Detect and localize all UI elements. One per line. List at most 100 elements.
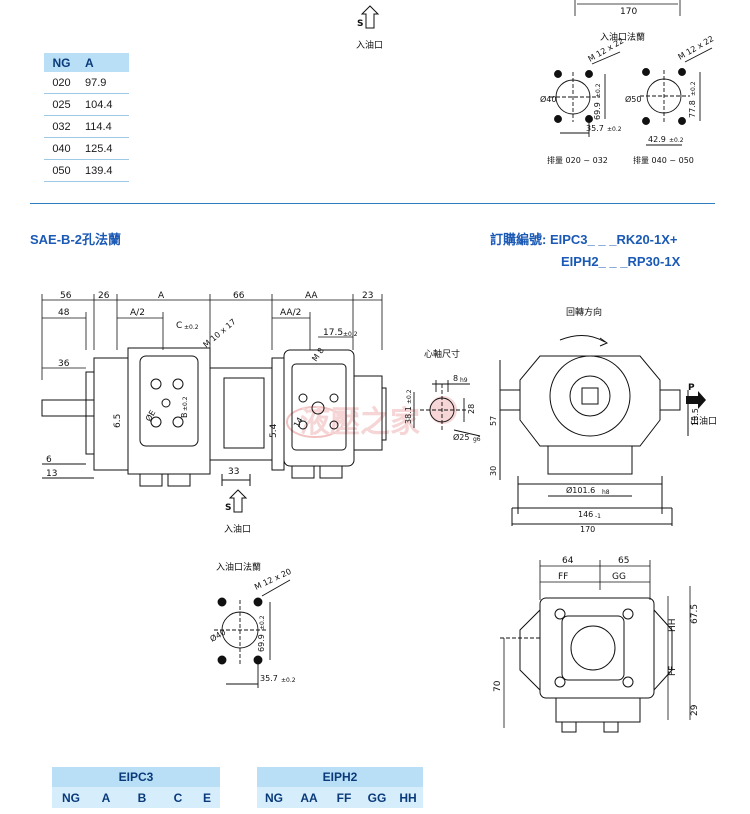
flange-large-v-tol: ±0.2 [690,81,697,96]
eipc3-title: EIPC3 [52,767,220,787]
bottom-view-dims [503,560,691,728]
dim-64: 64 [562,556,574,566]
eipc3-table: EIPC3 NG A B C E [52,767,220,808]
a-header: A [79,53,129,72]
dim-57: 57 [489,416,498,426]
a-cell: 125.4 [79,137,129,160]
dim-101-6: Ø101.6 [566,485,595,495]
order-prefix: 訂購編號: [490,232,550,247]
eiph2-table: EIPH2 NG AA FF GG HH [257,767,423,808]
flange-bottom-title: 入油口法蘭 [216,561,261,573]
flange-large [640,47,713,146]
eiph2-col-aa: AA [291,787,327,808]
section-divider [30,203,715,204]
dim-aa: AA [305,291,318,301]
flange-bottom-h: 35.7 [260,674,278,683]
key-8-tol: h9 [460,377,468,384]
dim-e: ØE [143,408,157,423]
dim-66: 66 [233,291,245,301]
eiph2-col-gg: GG [361,787,393,808]
pump-bottom-view [500,597,673,733]
flange-small-h-tol: ±0.2 [607,126,622,133]
order-code-line1: 訂購編號: EIPC3_ _ _RK20-1X+ [490,229,678,248]
flange-bottom-h-tol: ±0.2 [281,677,296,684]
watermark-text: 液壓之家 [300,405,420,440]
thread-m8: M 8 [310,346,326,363]
dim-101-6-tol: h8 [602,489,610,496]
dim-65: 65 [618,556,629,566]
flange-title-top: 入油口法蘭 [600,31,645,43]
dim-33: 33 [228,467,239,477]
flange-small-dia: Ø40 [540,94,556,104]
flange-large-bolt: M 12 x 22 [677,34,716,62]
flange-bottom [214,579,291,688]
eiph2-col-ng: NG [257,787,291,808]
eiph2-col-ff: FF [327,787,361,808]
eiph2-col-hh: HH [393,787,423,808]
dim-17-5: 17.5 [323,328,343,338]
a-cell: 139.4 [79,159,129,182]
side-view-dims [41,294,383,380]
dim-36: 36 [58,359,70,369]
dim-ff: FF [558,572,568,582]
dim-170-top: 170 [620,7,637,17]
key-28: 28 [467,404,476,414]
dim-56: 56 [60,291,72,301]
order-code-line2: EIPH2_ _ _RP30-1X [561,254,681,269]
dim-170: 170 [580,525,595,534]
flange-small-caption: 排量 020 ~ 032 [547,155,608,165]
eipc3-col-e: E [194,787,220,808]
ng-cell: 032 [44,115,79,138]
dim-a-half: A/2 [130,308,145,318]
flange-small-v-tol: ±0.2 [595,83,602,98]
ng-cell: 020 [44,72,79,94]
s-mark-side: S [225,503,231,513]
rotation-arrow [559,335,609,347]
section-title: SAE-B-2孔法蘭 [30,232,122,247]
rotation-label: 回轉方向 [566,306,602,318]
pump-side-view [41,347,387,487]
dim-48: 48 [58,308,70,318]
key-38-1-tol: ±0.2 [406,389,413,404]
dim-hh: HH [668,618,678,632]
a-cell: 97.9 [79,72,129,94]
flange-large-h-tol: ±0.2 [669,137,684,144]
p-label: P [688,383,695,393]
flange-large-dia: Ø50 [625,94,641,104]
dim-c-tol: ±0.2 [184,324,199,331]
dim-26: 26 [98,291,110,301]
flange-large-caption: 排量 040 ~ 050 [633,155,694,165]
flange-small-h: 35.7 [586,124,604,133]
dim-29: 29 [690,704,700,716]
dim-30: 30 [489,466,498,476]
outlet-label: 出油口 [690,415,717,427]
suction-label-side: 入油口 [224,523,251,535]
flange-large-h: 42.9 [648,135,666,144]
flange-small-v: 69.9 [593,102,602,120]
suction-label-top: 入油口 [356,39,383,51]
outlet-arrow [686,391,706,409]
s-mark-top: S [357,19,363,29]
eipc3-col-a: A [90,787,122,808]
key-25: Ø25 [453,432,469,442]
ng-cell: 025 [44,93,79,116]
watermark: 液壓之家 [286,396,457,440]
eipc3-col-ng: NG [52,787,90,808]
pump-front-view [499,355,689,526]
dim-13: 13 [46,469,57,479]
flange-bottom-v-tol: ±0.2 [259,615,266,630]
suction-arrow-top [360,5,380,29]
dim-6-5: 6.5 [113,414,123,428]
ng-cell: 050 [44,159,79,182]
flange-large-v: 77.8 [688,100,697,118]
dim-17-5-tol: ±0.2 [343,331,358,338]
dim-146: 146 [578,510,593,519]
dim-146-tol: -1 [595,513,601,520]
dim-23: 23 [362,291,373,301]
